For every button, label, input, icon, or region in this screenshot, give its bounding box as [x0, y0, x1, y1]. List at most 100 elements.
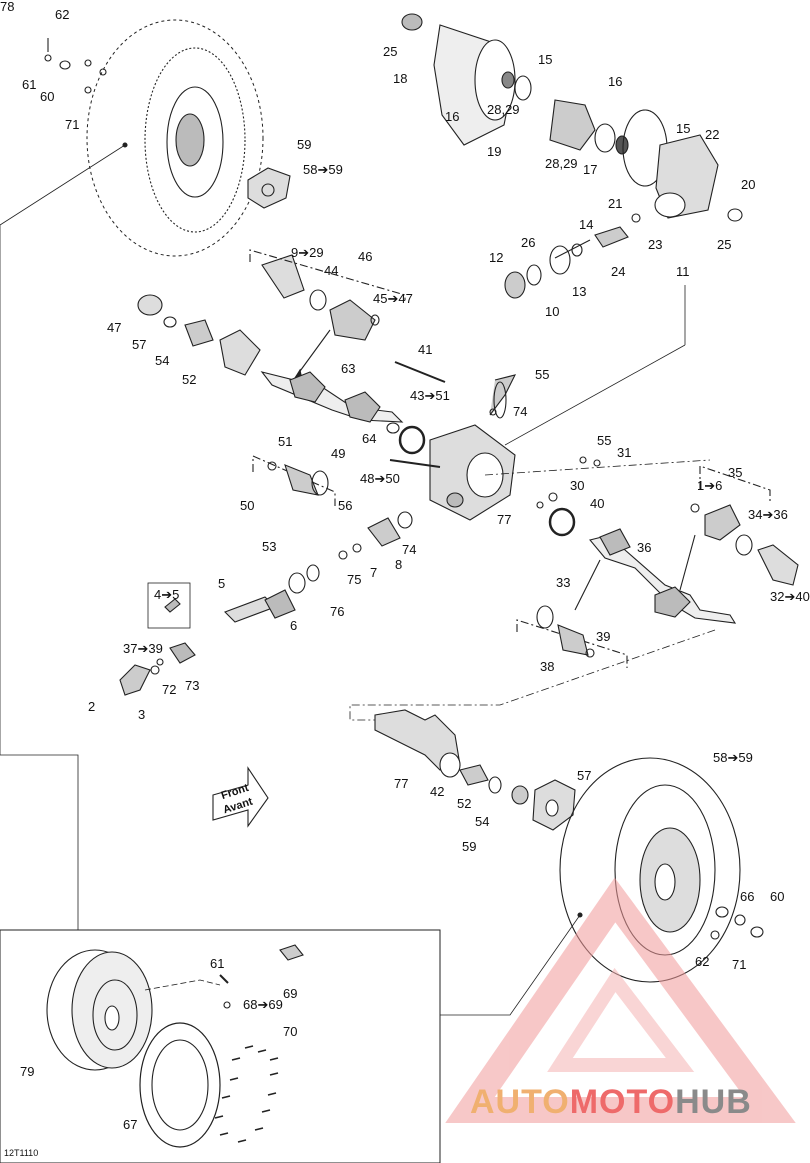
- callout-label: 70: [283, 1024, 298, 1039]
- callout-label: 47: [107, 320, 122, 335]
- callout-label: 6: [290, 618, 298, 633]
- callout-label: 4➔5: [154, 587, 180, 602]
- callout-label: 55: [597, 433, 612, 448]
- callout-label: 9➔29: [291, 245, 324, 260]
- callout-label: 55: [535, 367, 550, 382]
- callout-label: 16: [445, 109, 460, 124]
- callout-label: 60: [770, 889, 785, 904]
- callout-label: 68➔69: [243, 997, 283, 1012]
- callout-label: 12: [489, 250, 504, 265]
- callout-label: 28,29: [487, 102, 520, 117]
- callout-label: 71: [732, 957, 747, 972]
- callout-label: 3: [138, 707, 146, 722]
- callout-label: 15: [676, 121, 691, 136]
- callout-label: 22: [705, 127, 720, 142]
- diagram-code: 12T1110: [4, 1148, 39, 1158]
- callout-label: 74: [402, 542, 417, 557]
- callout-label: 28,29: [545, 156, 578, 171]
- callout-label: 73: [185, 678, 200, 693]
- callout-label: 26: [521, 235, 536, 250]
- callout-label: 36: [637, 540, 652, 555]
- callout-label: 62: [55, 7, 70, 22]
- callout-label: 18: [393, 71, 408, 86]
- callout-label: 77: [394, 776, 409, 791]
- callout-label: 25: [383, 44, 398, 59]
- callout-label: 59: [462, 839, 477, 854]
- callout-label: 8: [395, 557, 403, 572]
- callout-label: 48➔50: [360, 471, 400, 486]
- callout-label: 77: [497, 512, 512, 527]
- callout-label: 52: [182, 372, 197, 387]
- callout-label: 15: [538, 52, 553, 67]
- callout-label: 40: [590, 496, 605, 511]
- front-arrow: [212, 766, 269, 828]
- callout-label: 66: [740, 889, 755, 904]
- callout-label: 50: [240, 498, 255, 513]
- callout-label: 57: [132, 337, 147, 352]
- callout-label: 25: [717, 237, 732, 252]
- callout-label: 37➔39: [123, 641, 163, 656]
- callout-label: 32➔40: [770, 589, 810, 604]
- callout-label: 1➔6: [697, 478, 723, 493]
- callout-label: 61: [210, 956, 225, 971]
- callout-label: 30: [570, 478, 585, 493]
- callout-label: 23: [648, 237, 663, 252]
- rear-right-tire: [559, 757, 741, 983]
- callout-label: 69: [283, 986, 298, 1001]
- callout-label: 54: [155, 353, 170, 368]
- callout-label: 38: [540, 659, 555, 674]
- callout-label: 5: [218, 576, 226, 591]
- callout-label: 43➔51: [410, 388, 450, 403]
- callout-label: 20: [741, 177, 756, 192]
- callout-label: 53: [262, 539, 277, 554]
- callout-label: 13: [572, 284, 587, 299]
- callout-label: 31: [617, 445, 632, 460]
- callout-label: 64: [362, 431, 377, 446]
- callout-label: 24: [611, 264, 626, 279]
- watermark-logo: [445, 877, 796, 1123]
- watermark-part2: MOTO: [569, 1083, 676, 1121]
- callout-label: 72: [162, 682, 177, 697]
- rim-inset-box: [0, 929, 441, 1163]
- callout-label: 58➔59: [303, 162, 343, 177]
- callout-label: 78: [0, 0, 15, 14]
- callout-label: 16: [608, 74, 623, 89]
- callout-label: 75: [347, 572, 362, 587]
- callout-label: 67: [123, 1117, 138, 1132]
- callout-label: 7: [370, 565, 378, 580]
- callout-label: 34➔36: [748, 507, 788, 522]
- callout-label: 63: [341, 361, 356, 376]
- callout-label: 58➔59: [713, 750, 753, 765]
- watermark-part1: AUTO: [470, 1083, 570, 1121]
- watermark-part3: HUB: [675, 1083, 752, 1121]
- callout-label: 51: [278, 434, 293, 449]
- callout-label: 11: [676, 264, 690, 279]
- callout-label: 44: [324, 263, 339, 278]
- callout-label: 2: [88, 699, 96, 714]
- callout-label: 57: [577, 768, 592, 783]
- callout-label: 19: [487, 144, 502, 159]
- callout-label: 33: [556, 575, 571, 590]
- callout-label: 35: [728, 465, 743, 480]
- watermark-text: AUTOMOTOHUB: [470, 1083, 752, 1122]
- callout-label: 54: [475, 814, 490, 829]
- callout-label: 21: [608, 196, 623, 211]
- callout-label: 46: [358, 249, 373, 264]
- callout-label: 79: [20, 1064, 35, 1079]
- callout-label: 56: [338, 498, 353, 513]
- callout-label: 52: [457, 796, 472, 811]
- callout-label: 60: [40, 89, 55, 104]
- callout-label: 17: [583, 162, 598, 177]
- callout-label: 39: [596, 629, 611, 644]
- callout-label: 76: [330, 604, 345, 619]
- callout-label: 59: [297, 137, 312, 152]
- callout-label: 14: [579, 217, 594, 232]
- callout-label: 74: [513, 404, 528, 419]
- callout-label: 61: [22, 77, 37, 92]
- inset-box: [147, 582, 191, 629]
- callout-label: 45➔47: [373, 291, 413, 306]
- callout-label: 49: [331, 446, 346, 461]
- callout-label: 62: [695, 954, 710, 969]
